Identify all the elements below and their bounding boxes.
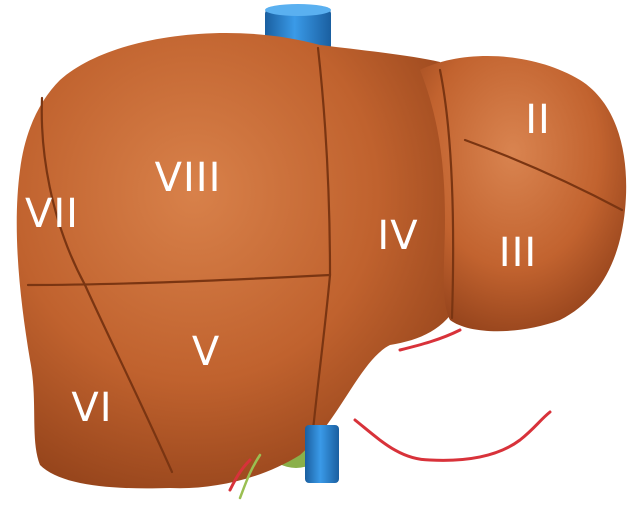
segment-label-v: V <box>192 329 220 375</box>
vena-cava-upper-opening <box>265 4 331 16</box>
segment-label-iii: III <box>499 230 537 276</box>
segment-label-vii: VII <box>25 191 79 237</box>
artery-right <box>355 412 550 460</box>
liver-left-lobe <box>420 56 626 331</box>
segment-label-iv: IV <box>377 213 418 259</box>
vena-cava-lower <box>305 425 339 483</box>
segment-label-viii: VIII <box>155 155 222 201</box>
segment-label-ii: II <box>525 97 551 143</box>
segment-label-vi: VI <box>71 385 112 431</box>
